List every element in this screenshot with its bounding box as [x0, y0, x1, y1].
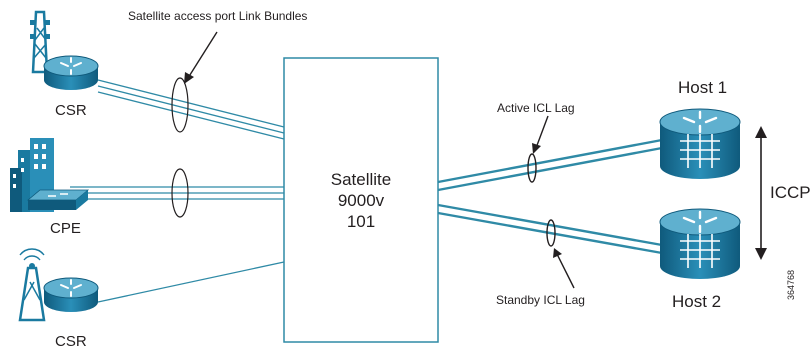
cpe-label: CPE — [50, 220, 81, 237]
satellite-model: 9000v — [337, 190, 385, 210]
active-lag-arrowhead — [532, 143, 541, 154]
standby-icl-links — [437, 203, 663, 255]
satellite-box — [283, 57, 439, 343]
csr-top-links — [97, 79, 285, 140]
csr-bottom-router-icon — [43, 277, 99, 312]
active-lag-ellipse — [527, 153, 537, 183]
host1-label: Host 1 — [678, 78, 728, 97]
satellite-label: Satellite 9000v 101 — [284, 58, 438, 342]
bundle-ellipse-csr-top — [171, 77, 189, 133]
cpe-links — [70, 186, 284, 200]
figure-number: 364768 — [786, 269, 796, 300]
satellite-name: Satellite — [330, 169, 392, 189]
standby-lag-arrow — [556, 253, 575, 289]
bundle-pointer-arrow — [187, 31, 218, 79]
iccp-label: ICCP — [770, 183, 811, 202]
bundle-ellipse-cpe — [171, 168, 189, 218]
access-bundles-label: Satellite access port Link Bundles — [128, 9, 308, 23]
standby-lag-label: Standby ICL Lag — [496, 293, 585, 307]
csr-top-router-icon — [43, 55, 99, 90]
csr-bottom-tower-icon — [18, 248, 46, 322]
active-lag-arrow — [535, 115, 549, 149]
active-lag-label: Active ICL Lag — [497, 101, 575, 115]
csr-top-label: CSR — [55, 102, 87, 119]
csr-bottom-label: CSR — [55, 333, 87, 350]
host2-router-icon — [659, 208, 741, 279]
csr-bottom-link — [97, 261, 285, 303]
host2-label: Host 2 — [672, 292, 722, 311]
standby-lag-ellipse — [546, 219, 556, 247]
active-icl-links — [437, 138, 663, 192]
iccp-arrowhead-down — [755, 248, 767, 260]
host1-router-icon — [659, 108, 741, 179]
iccp-arrowhead-up — [755, 126, 767, 138]
standby-lag-arrowhead — [553, 248, 562, 258]
bundle-pointer-arrowhead — [184, 72, 194, 84]
satellite-id: 101 — [346, 211, 376, 231]
cpe-switch-icon — [26, 189, 90, 210]
